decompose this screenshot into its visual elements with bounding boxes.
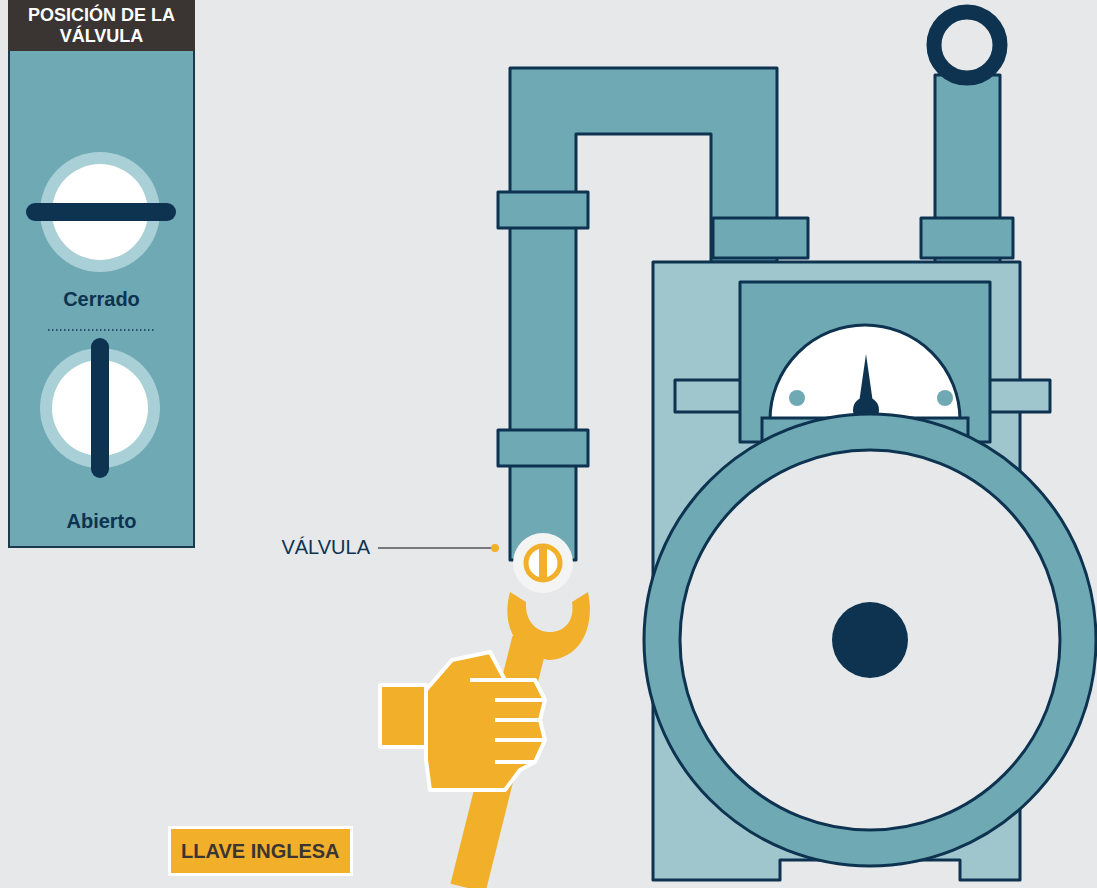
legend-panel: POSICIÓN DE LA VÁLVULA CerradoAbierto bbox=[8, 0, 195, 548]
position-label: Cerrado bbox=[10, 288, 193, 311]
gauge-dot bbox=[937, 390, 953, 406]
divider bbox=[48, 329, 154, 331]
hand bbox=[380, 652, 545, 790]
top-ring bbox=[934, 12, 1000, 78]
pipe-coupling bbox=[498, 192, 588, 228]
meter-ring bbox=[644, 414, 1096, 866]
pipe-coupling bbox=[921, 218, 1013, 258]
pipe-coupling bbox=[498, 430, 588, 466]
gauge-dot bbox=[789, 390, 805, 406]
part-label: VÁLVULA bbox=[281, 536, 370, 559]
closed-handle bbox=[26, 203, 176, 221]
tool-tag: LLAVE INGLESA bbox=[168, 826, 353, 876]
leader-line bbox=[378, 547, 494, 549]
meter-ring-inner bbox=[680, 450, 1060, 830]
meter-center bbox=[832, 602, 908, 678]
tool-name: LLAVE INGLESA bbox=[181, 840, 340, 863]
leader-dot bbox=[491, 544, 499, 552]
valve-halo bbox=[513, 533, 573, 593]
position-label: Abierto bbox=[10, 510, 193, 533]
valve-handle bbox=[539, 544, 547, 582]
legend-heading: POSICIÓN DE LA VÁLVULA bbox=[8, 0, 195, 51]
pipe-coupling bbox=[713, 218, 808, 258]
valve-position-icons bbox=[8, 0, 195, 548]
open-handle bbox=[91, 338, 109, 478]
